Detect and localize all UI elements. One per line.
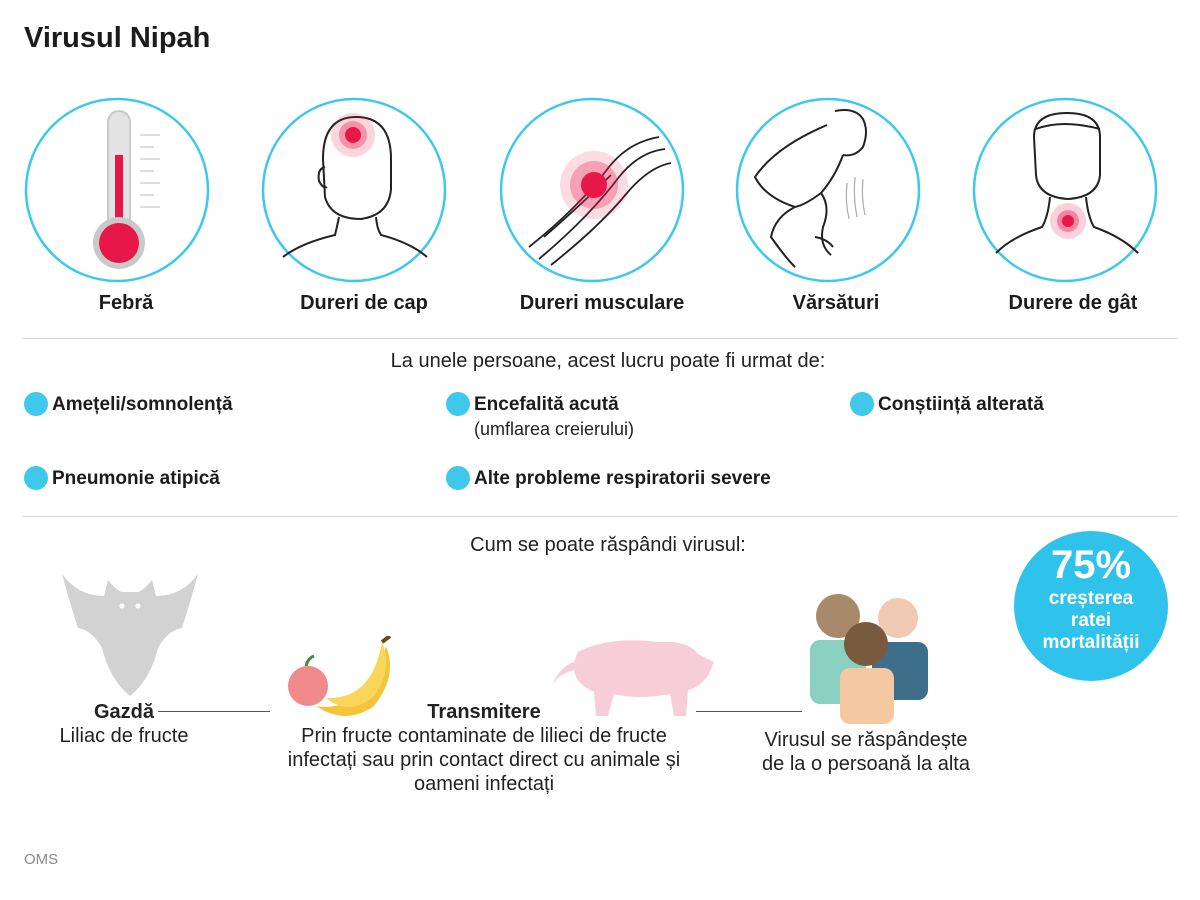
person-text: Virusul se răspândește de la o persoană …	[762, 729, 970, 775]
transmission-title: Transmitere	[427, 701, 541, 723]
host-title: Gazdă	[93, 701, 155, 723]
fruit-icon	[288, 636, 392, 716]
throat-icon	[972, 97, 1158, 283]
symptom-label-vomiting: Vărsături	[792, 292, 880, 314]
followup-item-sub: (umflarea creierului)	[474, 419, 635, 439]
mortality-stat-badge: 75% creșterea ratei mortalității	[1014, 531, 1168, 681]
bullet-dot	[446, 392, 470, 416]
bullet-dot	[446, 466, 470, 490]
followup-item-label: Alte probleme respiratorii severe	[474, 468, 771, 489]
transmission-label: Transmitere Prin fructe contaminate de l…	[274, 700, 694, 796]
followup-item: Encefalită acută (umflarea creierului)	[446, 392, 635, 442]
source-credit: OMS	[24, 851, 59, 868]
connector-line	[158, 711, 270, 712]
page-title: Virusul Nipah	[24, 22, 211, 54]
host-label: Gazdă Liliac de fructe	[44, 700, 204, 748]
followup-item: Alte probleme respiratorii severe	[446, 466, 771, 490]
divider	[22, 338, 1178, 339]
people-icon	[810, 594, 928, 724]
symptom-label-muscle-pain: Dureri musculare	[519, 292, 685, 314]
divider	[22, 516, 1178, 517]
followup-item-label: Conștiință alterată	[878, 394, 1044, 415]
pig-icon	[552, 640, 714, 716]
followup-item: Pneumonie atipică	[24, 466, 220, 490]
transmission-text: Prin fructe contaminate de lilieci de fr…	[287, 725, 681, 795]
host-text: Liliac de fructe	[59, 725, 189, 747]
stat-text: creșterea ratei mortalității	[1042, 588, 1140, 653]
spread-heading: Cum se poate răspândi virusul:	[470, 534, 746, 556]
symptom-label-fever: Febră	[98, 292, 154, 314]
symptom-label-headache: Dureri de cap	[300, 292, 428, 314]
followup-item-label: Pneumonie atipică	[52, 468, 220, 489]
followup-heading: La unele persoane, acest lucru poate fi …	[390, 350, 826, 372]
stat-value: 75%	[1050, 543, 1132, 587]
head-icon	[261, 97, 447, 283]
thermometer-icon	[24, 97, 210, 283]
followup-item: Conștiință alterată	[850, 392, 1044, 416]
bullet-dot	[850, 392, 874, 416]
muscle-icon	[499, 97, 685, 283]
infographic-panel: Virusul Nipah	[8, 0, 1186, 890]
followup-item: Amețeli/somnolență	[24, 392, 233, 416]
bat-icon	[62, 574, 198, 696]
connector-line	[696, 711, 802, 712]
symptom-label-sore-throat: Durere de gât	[1008, 292, 1138, 314]
vomiting-person-icon	[735, 97, 921, 283]
followup-item-label: Amețeli/somnolență	[52, 394, 233, 415]
followup-item-label: Encefalită acută	[474, 394, 619, 415]
bullet-dot	[24, 466, 48, 490]
bullet-dot	[24, 392, 48, 416]
